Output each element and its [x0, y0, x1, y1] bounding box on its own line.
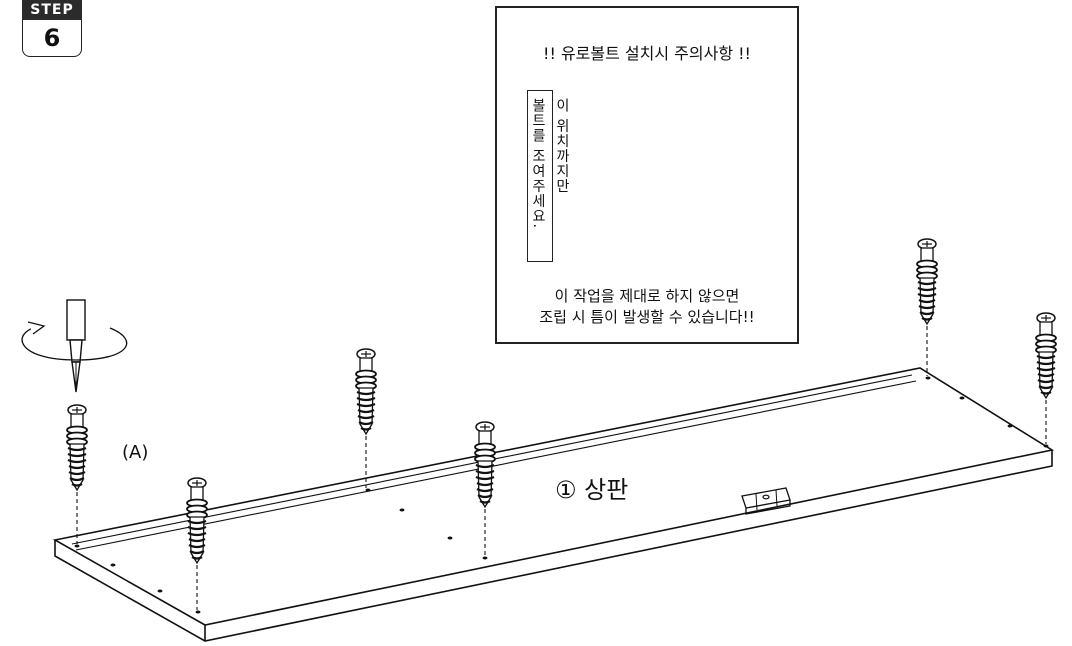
euro-bolts — [65, 237, 1058, 610]
caution-notice-box: !! 유로볼트 설치시 주의사항 !! 볼트를 조여주세요. 이 위치까지만 이… — [495, 6, 799, 344]
vertical-text-line1: 볼트를 조여주세요. — [530, 98, 546, 229]
step-number: 6 — [22, 20, 82, 57]
rotation-arrow-icon — [21, 321, 128, 361]
notice-desc-line2: 조립 시 틈이 발생할 수 있습니다!! — [539, 308, 755, 326]
connector-fitting — [741, 487, 791, 515]
notice-description: 이 작업을 제대로 하지 않으면 조립 시 틈이 발생할 수 있습니다!! — [497, 286, 797, 328]
notice-title: !! 유로볼트 설치시 주의사항 !! — [543, 44, 751, 63]
screwdriver-icon — [66, 299, 86, 393]
step-label: STEP — [22, 0, 82, 20]
notice-desc-line1: 이 작업을 제대로 하지 않으면 — [554, 287, 740, 305]
vertical-instruction: 볼트를 조여주세요. 이 위치까지만 — [527, 90, 575, 264]
vertical-text-line2: 이 위치까지만 — [554, 98, 570, 194]
top-panel — [52, 367, 1055, 642]
bolt-label-a: (A) — [122, 442, 149, 463]
vertical-label-box — [527, 90, 553, 262]
panel-label: ① 상판 — [555, 476, 629, 504]
step-badge: STEP 6 — [22, 0, 82, 58]
